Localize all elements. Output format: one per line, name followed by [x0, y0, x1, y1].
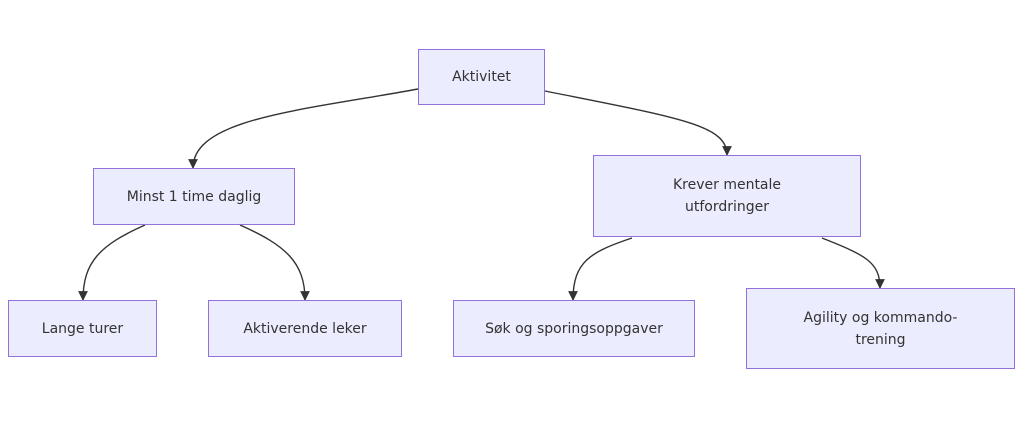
- node-agility-og-kommandotrening: Agility og kommando- trening: [746, 288, 1015, 369]
- node-minst-1-time-daglig: Minst 1 time daglig: [93, 168, 295, 225]
- node-aktiverende-leker: Aktiverende leker: [208, 300, 402, 357]
- edge-mental-agility: [821, 237, 885, 289]
- node-krever-mentale-utfordringer: Krever mentale utfordringer: [593, 155, 861, 237]
- edge-root-daily: [188, 88, 419, 169]
- edge-mental-search: [568, 237, 633, 301]
- node-lange-turer: Lange turer: [8, 300, 157, 357]
- edge-daily-walks: [78, 224, 146, 301]
- node-sok-og-sporingsoppgaver: Søk og sporingsoppgaver: [453, 300, 695, 357]
- edge-root-mental: [544, 90, 732, 156]
- edge-daily-games: [239, 224, 310, 301]
- node-aktivitet: Aktivitet: [418, 49, 545, 105]
